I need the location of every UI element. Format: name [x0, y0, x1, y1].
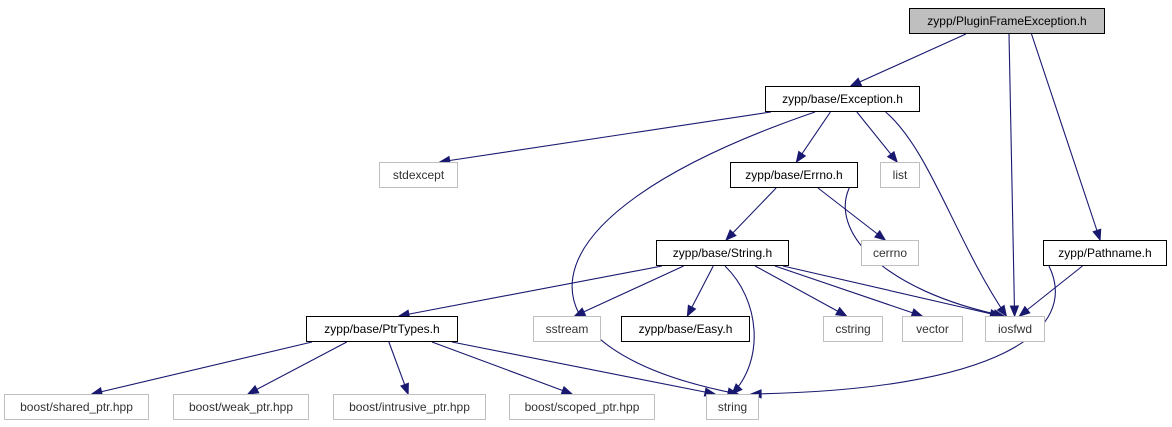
node-cstring: cstring	[823, 316, 883, 342]
arrowhead-ptrtypes-to-intrusive_ptr	[400, 382, 409, 396]
arrowhead-exception-to-iosfwd	[996, 304, 1008, 318]
arrowhead-plugin_frame_exception-to-pathname	[1092, 228, 1102, 242]
node-string-h[interactable]: zypp/base/String.h	[656, 240, 789, 266]
node-boost-shared-ptr: boost/shared_ptr.hpp	[4, 394, 149, 420]
edge-string_h-to-ptrtypes	[398, 265, 663, 317]
edge-string_h-to-iosfwd	[782, 265, 1001, 317]
edge-errno-to-cerrno	[817, 187, 886, 241]
node-cerrno: cerrno	[861, 240, 919, 266]
node-plugin-frame-exception[interactable]: zypp/PluginFrameException.h	[909, 8, 1105, 34]
node-boost-intrusive-ptr: boost/intrusive_ptr.hpp	[333, 394, 486, 420]
arrowhead-plugin_frame_exception-to-iosfwd	[1009, 305, 1020, 318]
arrowhead-exception-to-list	[886, 150, 898, 164]
node-boost-scoped-ptr: boost/scoped_ptr.hpp	[509, 394, 655, 420]
arrowhead-ptrtypes-to-weak_ptr	[246, 384, 260, 395]
edge-exception-to-stdexcept	[439, 111, 772, 163]
node-ptrtypes[interactable]: zypp/base/PtrTypes.h	[306, 316, 458, 342]
edge-exception-to-list	[856, 111, 898, 163]
arrowhead-string_h-to-easy	[686, 304, 697, 318]
node-vector: vector	[902, 316, 963, 342]
edge-string_h-to-sstream	[574, 265, 684, 317]
edge-errno-to-string_h	[725, 187, 777, 241]
arrowhead-pathname-to-iosfwd	[1018, 305, 1031, 317]
arrowhead-plugin_frame_exception-to-exception	[849, 77, 863, 87]
edge-ptrtypes-to-string	[451, 341, 716, 395]
edge-plugin_frame_exception-to-iosfwd	[1008, 33, 1016, 317]
edge-pathname-to-string	[751, 265, 1056, 395]
node-exception[interactable]: zypp/base/Exception.h	[765, 86, 920, 112]
node-sstream: sstream	[533, 316, 601, 342]
node-easy[interactable]: zypp/base/Easy.h	[621, 316, 750, 342]
arrowhead-errno-to-cerrno	[873, 229, 887, 241]
arrowhead-string_h-to-sstream	[573, 307, 587, 317]
edge-exception-to-string	[571, 111, 816, 395]
edge-exception-to-iosfwd	[885, 111, 1007, 317]
arrowhead-errno-to-string_h	[725, 229, 737, 241]
edge-ptrtypes-to-shared_ptr	[91, 341, 313, 395]
edge-pathname-to-iosfwd	[1019, 265, 1083, 317]
edge-plugin_frame_exception-to-exception	[850, 33, 967, 87]
node-stdexcept: stdexcept	[379, 162, 458, 188]
node-errno[interactable]: zypp/base/Errno.h	[730, 162, 858, 188]
edge-string_h-to-string	[724, 265, 755, 395]
arrowhead-exception-to-errno	[795, 150, 807, 164]
arrowhead-string_h-to-cstring	[834, 306, 848, 317]
edge-plugin_frame_exception-to-pathname	[1030, 33, 1101, 241]
edge-ptrtypes-to-scoped_ptr	[431, 341, 573, 395]
arrowhead-string_h-to-string	[731, 383, 743, 395]
node-list: list	[880, 162, 920, 188]
node-string: string	[706, 394, 759, 420]
edge-string_h-to-cstring	[754, 265, 847, 317]
edge-ptrtypes-to-weak_ptr	[247, 341, 348, 395]
edge-string_h-to-vector	[774, 265, 923, 317]
node-boost-weak-ptr: boost/weak_ptr.hpp	[173, 394, 309, 420]
node-pathname[interactable]: zypp/Pathname.h	[1043, 240, 1167, 266]
node-iosfwd: iosfwd	[985, 316, 1045, 342]
